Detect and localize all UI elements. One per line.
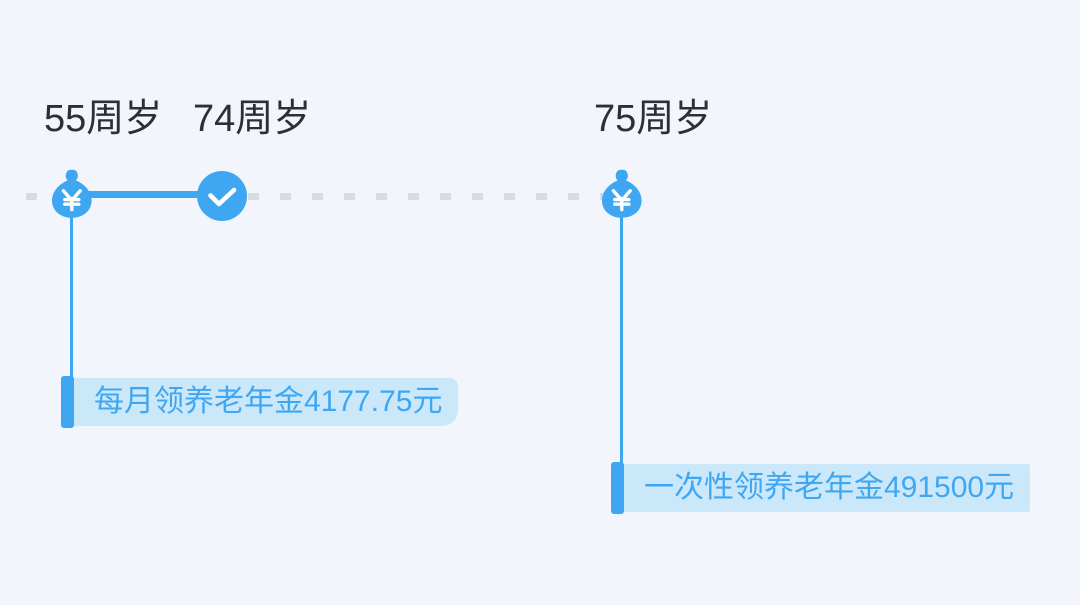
check-circle-icon-mid [196, 170, 248, 222]
timeline-segment-dashed [248, 193, 604, 200]
timeline-leading-dash [26, 193, 37, 200]
connector-line-lumpsum [620, 216, 623, 468]
callout-accent-bar [611, 462, 624, 514]
timeline-segment-solid [70, 191, 222, 198]
callout-monthly-pension-text: 每月领养老年金4177.75元 [94, 385, 443, 418]
callout-accent-bar [61, 376, 74, 428]
check-circle-icon [197, 171, 247, 221]
timeline-track [0, 160, 1080, 240]
age-label-end: 75周岁 [594, 98, 713, 140]
connector-line-monthly [70, 216, 73, 382]
callout-lumpsum-pension: 一次性领养老年金491500元 [611, 462, 1031, 514]
age-label-mid: 74周岁 [193, 98, 312, 140]
money-bag-icon [52, 169, 92, 218]
age-label-start: 55周岁 [44, 98, 163, 140]
callout-monthly-pension: 每月领养老年金4177.75元 [61, 376, 459, 428]
money-bag-icon [602, 169, 642, 218]
callout-lumpsum-pension-text: 一次性领养老年金491500元 [644, 471, 1015, 504]
money-bag-icon-start [44, 168, 100, 224]
money-bag-icon-end [594, 168, 650, 224]
